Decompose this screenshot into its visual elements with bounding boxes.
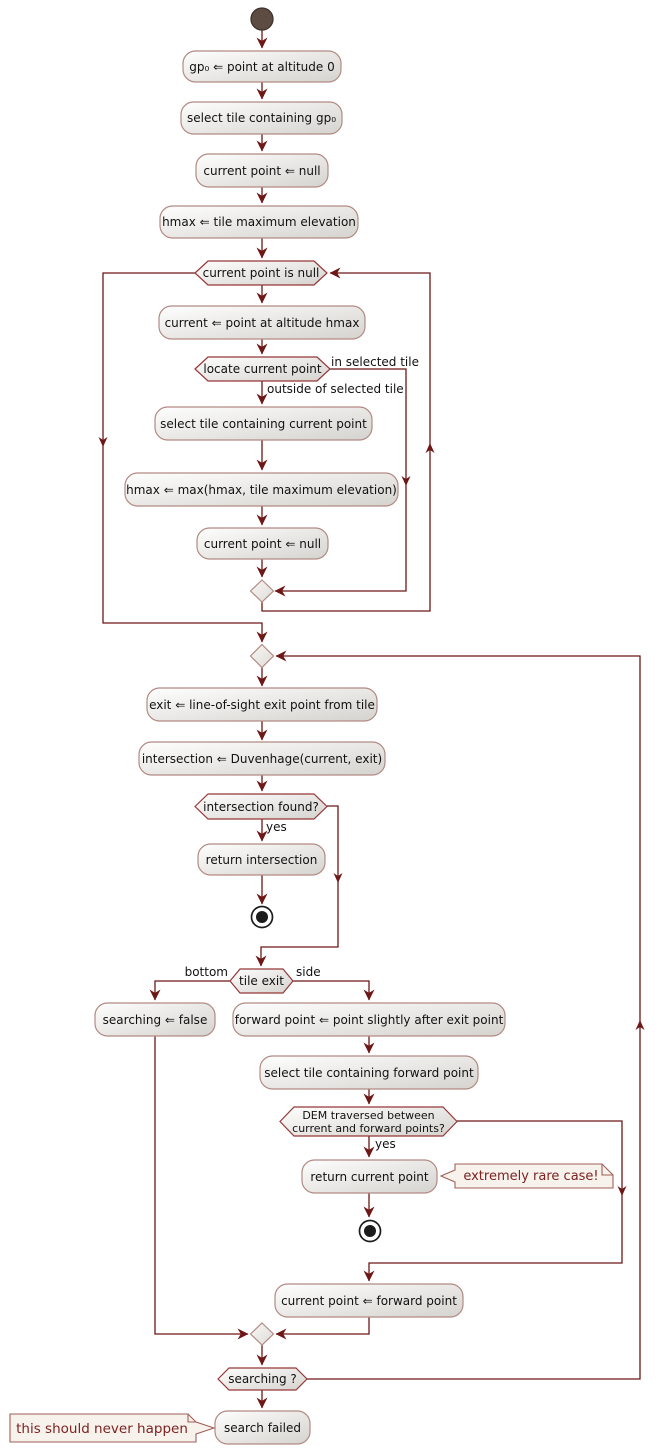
activity-label-exit-los: exit ⇐ line-of-sight exit point from til… <box>149 697 375 712</box>
arrowhead-in-tile-branch <box>401 476 411 486</box>
merge-diamond-while <box>249 579 275 603</box>
activity-label-gp0: gp₀ ⇐ point at altitude 0 <box>189 59 335 74</box>
edge-label-yes-dem: yes <box>375 1137 396 1151</box>
decision-label-searching: searching ? <box>228 1372 297 1386</box>
edge-current-forward-to-merge3 <box>275 1317 370 1340</box>
activity-search-failed <box>214 1410 311 1445</box>
edge-tile-exit-side <box>293 980 375 1001</box>
activity-current-point-null-1 <box>195 153 329 188</box>
activity-label-searching-false: searching ⇐ false <box>102 1012 208 1027</box>
activity-label-current-at-hmax: current ⇐ point at altitude hmax <box>164 315 360 330</box>
decision-label-locate-current-point: locate current point <box>203 362 322 376</box>
merge-diamond-bottom <box>249 1322 275 1346</box>
edge-while-exit-branch <box>102 272 268 643</box>
activity-forward-point <box>232 1002 506 1037</box>
arrowhead-found-no-down <box>333 873 343 883</box>
arrowhead-searching-loop-up <box>635 1020 645 1030</box>
edge-label-bottom: bottom <box>184 965 228 979</box>
note-label-never-happen: this should never happen <box>16 1420 188 1437</box>
activity-label-search-failed: search failed <box>224 1420 301 1435</box>
edge-found-no-to-tile-exit <box>255 805 339 967</box>
activity-searching-false <box>94 1002 216 1037</box>
activity-current-at-hmax <box>158 305 366 340</box>
activity-select-tile-current <box>154 406 373 441</box>
activity-label-current-forward: current point ⇐ forward point <box>281 1293 457 1308</box>
note-rare-case-fold <box>601 1164 613 1176</box>
edge-dem-no-to-current-forward <box>363 1120 623 1282</box>
activity-current-point-null-2 <box>196 527 329 560</box>
activity-label-hmax-max: hmax ⇐ max(hmax, tile maximum elevation) <box>126 482 397 497</box>
activity-label-select-tile-current: select tile containing current point <box>160 416 367 431</box>
arrowhead-loop-back-up <box>425 443 435 453</box>
edge-label-outside-of-selected-tile: outside of selected tile <box>267 382 404 396</box>
activity-return-intersection <box>197 843 326 876</box>
note-rare-case-shape <box>439 1163 614 1189</box>
activity-label-return-intersection: return intersection <box>205 852 318 867</box>
edge-label-side: side <box>296 965 321 979</box>
note-label-rare-case: extremely rare case! <box>463 1168 599 1184</box>
activity-label-current-point-null-2: current point ⇐ null <box>203 536 322 551</box>
activity-intersection-duvenhage <box>138 741 386 776</box>
decision-current-point-is-null <box>194 260 328 286</box>
decision-searching <box>217 1367 308 1391</box>
decision-label-current-point-is-null: current point is null <box>202 266 320 280</box>
activity-exit-los <box>146 687 378 722</box>
decision-intersection-found <box>194 793 328 820</box>
activity-select-tile-gp0 <box>180 101 343 135</box>
merge-diamond-repeat <box>249 643 275 669</box>
activity-select-tile-forward <box>259 1055 479 1090</box>
activity-current-forward <box>274 1283 464 1318</box>
stop-node-intersection-inner <box>256 911 268 923</box>
activity-label-forward-point: forward point ⇐ point slightly after exi… <box>234 1012 504 1027</box>
decision-locate-current-point <box>194 356 331 382</box>
activity-label-return-current-point: return current point <box>310 1169 429 1184</box>
activity-hmax-max <box>124 472 399 507</box>
edge-label-yes-intersection: yes <box>266 820 287 834</box>
activity-label-current-point-null-1: current point ⇐ null <box>203 163 321 178</box>
activity-label-select-tile-forward: select tile containing forward point <box>264 1065 474 1080</box>
activity-return-current-point <box>301 1159 438 1194</box>
decision-tile-exit <box>229 968 294 994</box>
edge-searching-false-to-merge3 <box>154 1036 249 1340</box>
activity-label-select-tile-gp0: select tile containing gp₀ <box>187 111 336 125</box>
activity-gp0 <box>182 50 342 83</box>
stop-node-rare-inner <box>364 1225 376 1237</box>
note-never-happen-fold <box>187 1414 196 1423</box>
edge-tile-exit-bottom <box>149 980 230 1001</box>
edge-loop-back-to-while <box>261 267 431 612</box>
arrowhead-dem-no-down <box>617 1186 627 1196</box>
start-node <box>250 7 274 31</box>
edge-label-in-selected-tile: in selected tile <box>331 355 419 369</box>
edge-searching-loop-back <box>275 650 641 1380</box>
activity-label-hmax-init: hmax ⇐ tile maximum elevation <box>162 215 356 229</box>
decision-label-dem-traversed: DEM traversed between current and forwar… <box>292 1108 445 1135</box>
activity-label-intersection-duvenhage: intersection ⇐ Duvenhage(current, exit) <box>141 751 383 766</box>
activity-hmax-init <box>159 205 359 239</box>
decision-label-tile-exit: tile exit <box>239 974 284 988</box>
decision-label-intersection-found: intersection found? <box>203 799 319 814</box>
note-never-happen-shape <box>9 1413 216 1443</box>
decision-dem-traversed <box>279 1106 458 1137</box>
arrowhead-while-exit-down <box>98 437 108 447</box>
